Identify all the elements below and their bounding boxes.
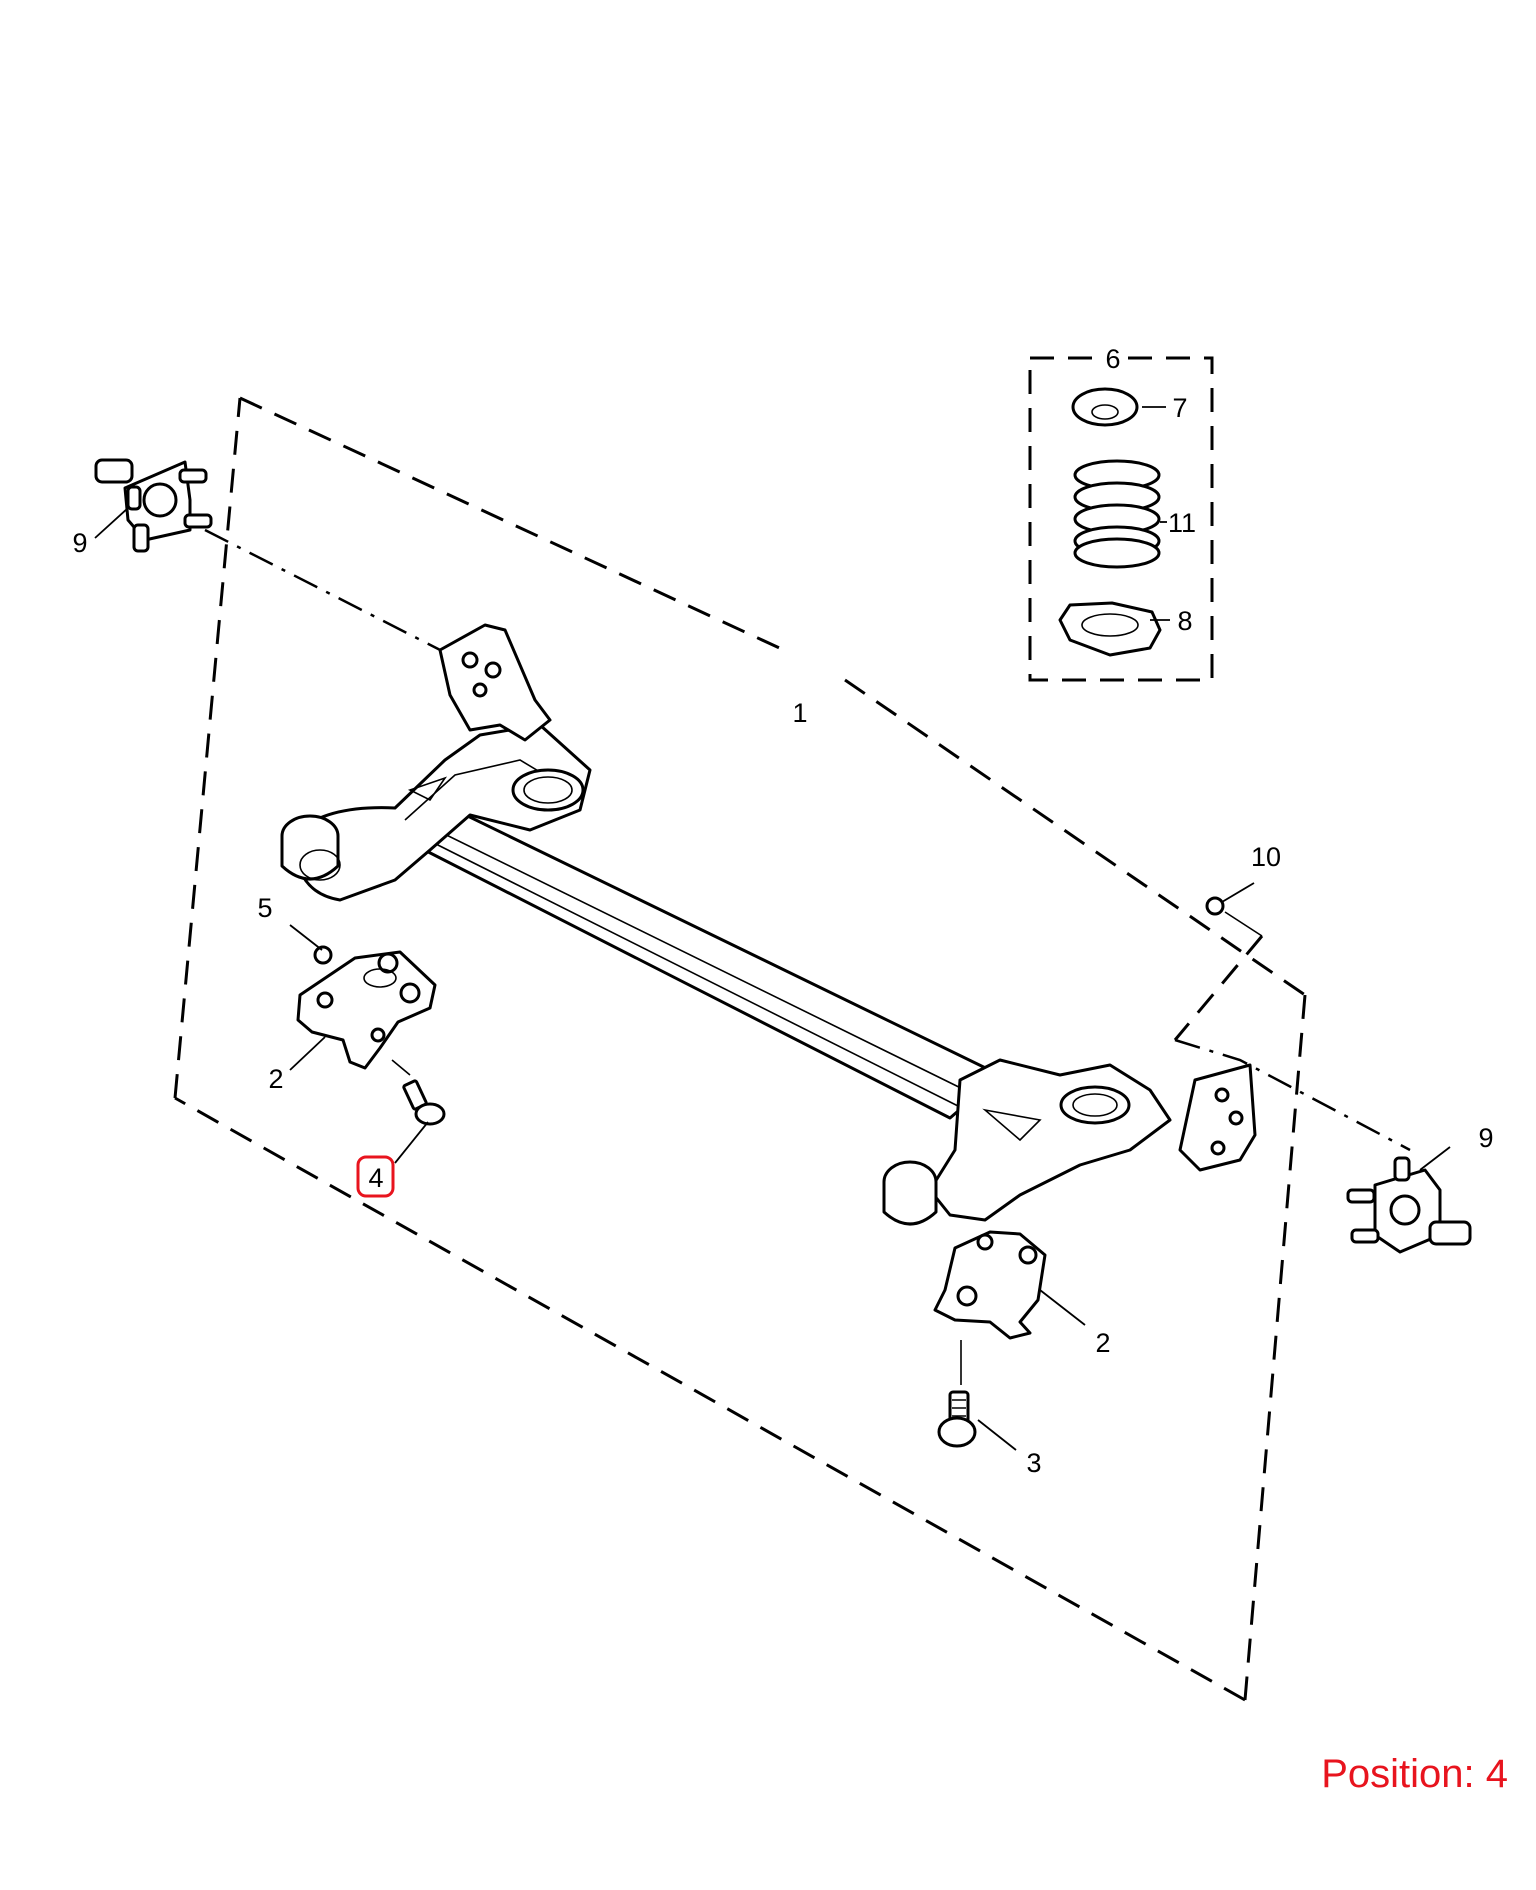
- bolt-4: [391, 1059, 446, 1126]
- assembly-group-outline: [173, 396, 1307, 1702]
- wheel-hub-right: [1346, 1156, 1472, 1254]
- mounting-bracket-right: [933, 1230, 1047, 1340]
- position-indicator: Position: 4: [1321, 1752, 1508, 1796]
- callout-4[interactable]: 4: [368, 1163, 383, 1193]
- spring-upper-seat: [1071, 387, 1139, 427]
- callout-6[interactable]: 6: [1105, 344, 1120, 374]
- spring-kit-outline: [1028, 356, 1214, 682]
- coil-spring: [1073, 459, 1161, 569]
- nut-5: [313, 945, 333, 965]
- callout-9-left[interactable]: 9: [72, 528, 87, 558]
- callout-1[interactable]: 1: [792, 698, 807, 728]
- callout-2-left[interactable]: 2: [268, 1064, 283, 1094]
- selected-callout-highlight: [356, 1155, 395, 1198]
- spring-lower-seat: [1058, 601, 1162, 657]
- bolt-3: [937, 1340, 977, 1448]
- callout-5[interactable]: 5: [257, 893, 272, 923]
- callout-11[interactable]: 11: [1168, 508, 1196, 538]
- callout-10[interactable]: 10: [1251, 842, 1281, 872]
- rear-axle-beam: [280, 623, 1257, 1226]
- leader-lines: [94, 406, 1451, 1451]
- mounting-bracket-left: [296, 950, 437, 1070]
- callout-3[interactable]: 3: [1026, 1448, 1041, 1478]
- wheel-hub-left: [94, 458, 213, 553]
- hub-axis-line-right: [1174, 1038, 1411, 1152]
- nut-10: [1205, 896, 1263, 937]
- hub-axis-line-left: [204, 528, 451, 657]
- callout-7[interactable]: 7: [1172, 393, 1187, 423]
- callout-8[interactable]: 8: [1177, 606, 1192, 636]
- callout-2-right[interactable]: 2: [1095, 1328, 1110, 1358]
- callout-9-right[interactable]: 9: [1478, 1123, 1493, 1153]
